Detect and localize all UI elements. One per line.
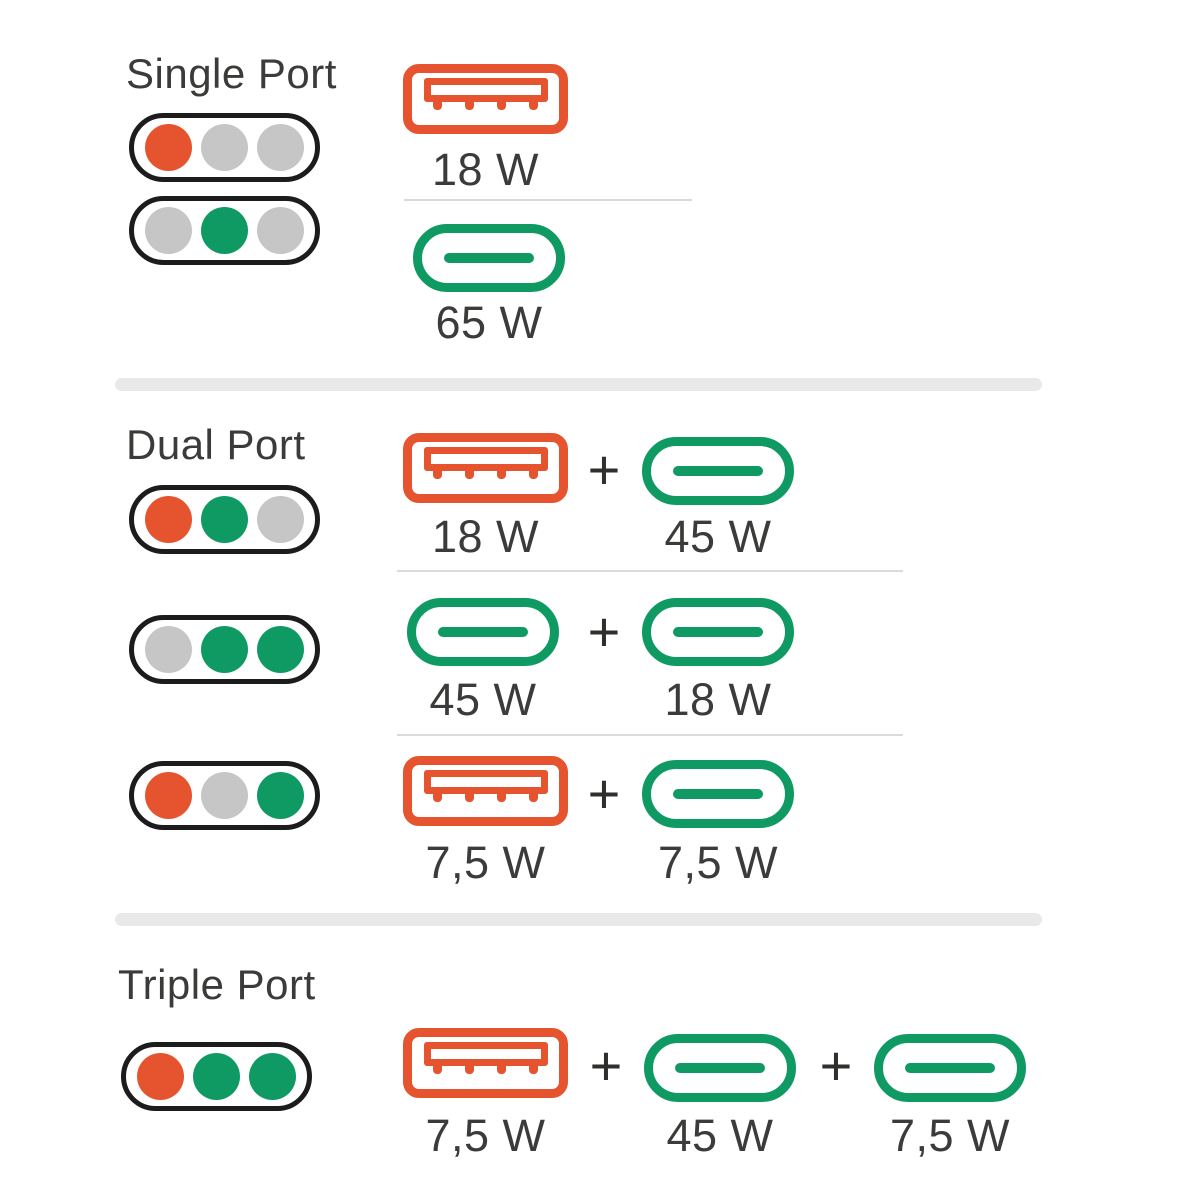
indicator-dot	[201, 772, 248, 819]
usb-c-line	[673, 627, 763, 637]
usb-a-tongue	[423, 447, 548, 471]
indicator-dot	[201, 207, 248, 254]
indicator-dot	[137, 1053, 184, 1100]
usb-c-port-icon	[642, 760, 794, 828]
usb-c-port-icon	[644, 1034, 796, 1102]
section-divider	[115, 913, 1042, 926]
usb-a-pins	[432, 470, 539, 479]
port-indicator-triple-row1	[121, 1042, 312, 1111]
row-divider	[397, 734, 903, 736]
wattage-label: 18 W	[664, 674, 772, 725]
wattage-label: 65 W	[435, 297, 543, 348]
usb-a-port-icon	[403, 64, 568, 134]
wattage-label: 7,5 W	[425, 837, 546, 888]
section-title-dual-port: Dual Port	[126, 421, 306, 468]
plus-sign: +	[587, 600, 621, 663]
usb-a-tongue	[423, 78, 548, 102]
wattage-label: 18 W	[431, 511, 540, 562]
usb-a-pins	[432, 793, 539, 802]
plus-sign: +	[587, 762, 621, 825]
usb-c-line	[905, 1063, 995, 1073]
usb-c-line	[673, 466, 763, 476]
port-indicator-dual-row2	[129, 615, 320, 684]
usb-a-tongue	[423, 1042, 548, 1066]
wattage-label: 7,5 W	[425, 1110, 546, 1161]
indicator-dot	[145, 496, 192, 543]
wattage-label: 7,5 W	[889, 1110, 1011, 1161]
usb-c-line	[673, 789, 763, 799]
indicator-dot	[201, 496, 248, 543]
usb-c-line	[675, 1063, 765, 1073]
indicator-dot	[145, 124, 192, 171]
wattage-label: 45 W	[666, 1110, 774, 1161]
wattage-label: 45 W	[429, 674, 537, 725]
usb-c-line	[444, 253, 534, 263]
row-divider	[397, 570, 903, 572]
indicator-dot	[201, 626, 248, 673]
plus-sign: +	[589, 1034, 623, 1097]
plus-sign: +	[819, 1034, 853, 1097]
indicator-dot	[249, 1053, 296, 1100]
usb-a-port-icon	[403, 433, 568, 503]
usb-c-port-icon	[407, 598, 559, 666]
indicator-dot	[257, 626, 304, 673]
port-indicator-dual-row3	[129, 761, 320, 830]
usb-a-pins	[432, 101, 539, 110]
indicator-dot	[257, 124, 304, 171]
usb-c-port-icon	[642, 437, 794, 505]
indicator-dot	[193, 1053, 240, 1100]
plus-sign: +	[587, 438, 621, 501]
row-divider	[404, 199, 692, 201]
indicator-dot	[201, 124, 248, 171]
indicator-dot	[145, 207, 192, 254]
indicator-dot	[257, 772, 304, 819]
port-indicator-single-row1	[129, 113, 320, 182]
usb-c-port-icon	[874, 1034, 1026, 1102]
usb-a-pins	[432, 1065, 539, 1074]
wattage-label: 7,5 W	[657, 837, 779, 888]
usb-a-port-icon	[403, 756, 568, 826]
indicator-dot	[257, 207, 304, 254]
indicator-dot	[145, 772, 192, 819]
wattage-label: 18 W	[431, 144, 540, 195]
section-divider	[115, 378, 1042, 391]
port-indicator-dual-row1	[129, 485, 320, 554]
indicator-dot	[257, 496, 304, 543]
section-title-triple-port: Triple Port	[118, 961, 316, 1008]
usb-c-line	[438, 627, 528, 637]
wattage-label: 45 W	[664, 511, 772, 562]
usb-c-port-icon	[413, 224, 565, 292]
port-indicator-single-row2	[129, 196, 320, 265]
section-title-single-port: Single Port	[126, 50, 337, 97]
indicator-dot	[145, 626, 192, 673]
usb-c-port-icon	[642, 598, 794, 666]
usb-a-port-icon	[403, 1028, 568, 1098]
usb-a-tongue	[423, 770, 548, 794]
